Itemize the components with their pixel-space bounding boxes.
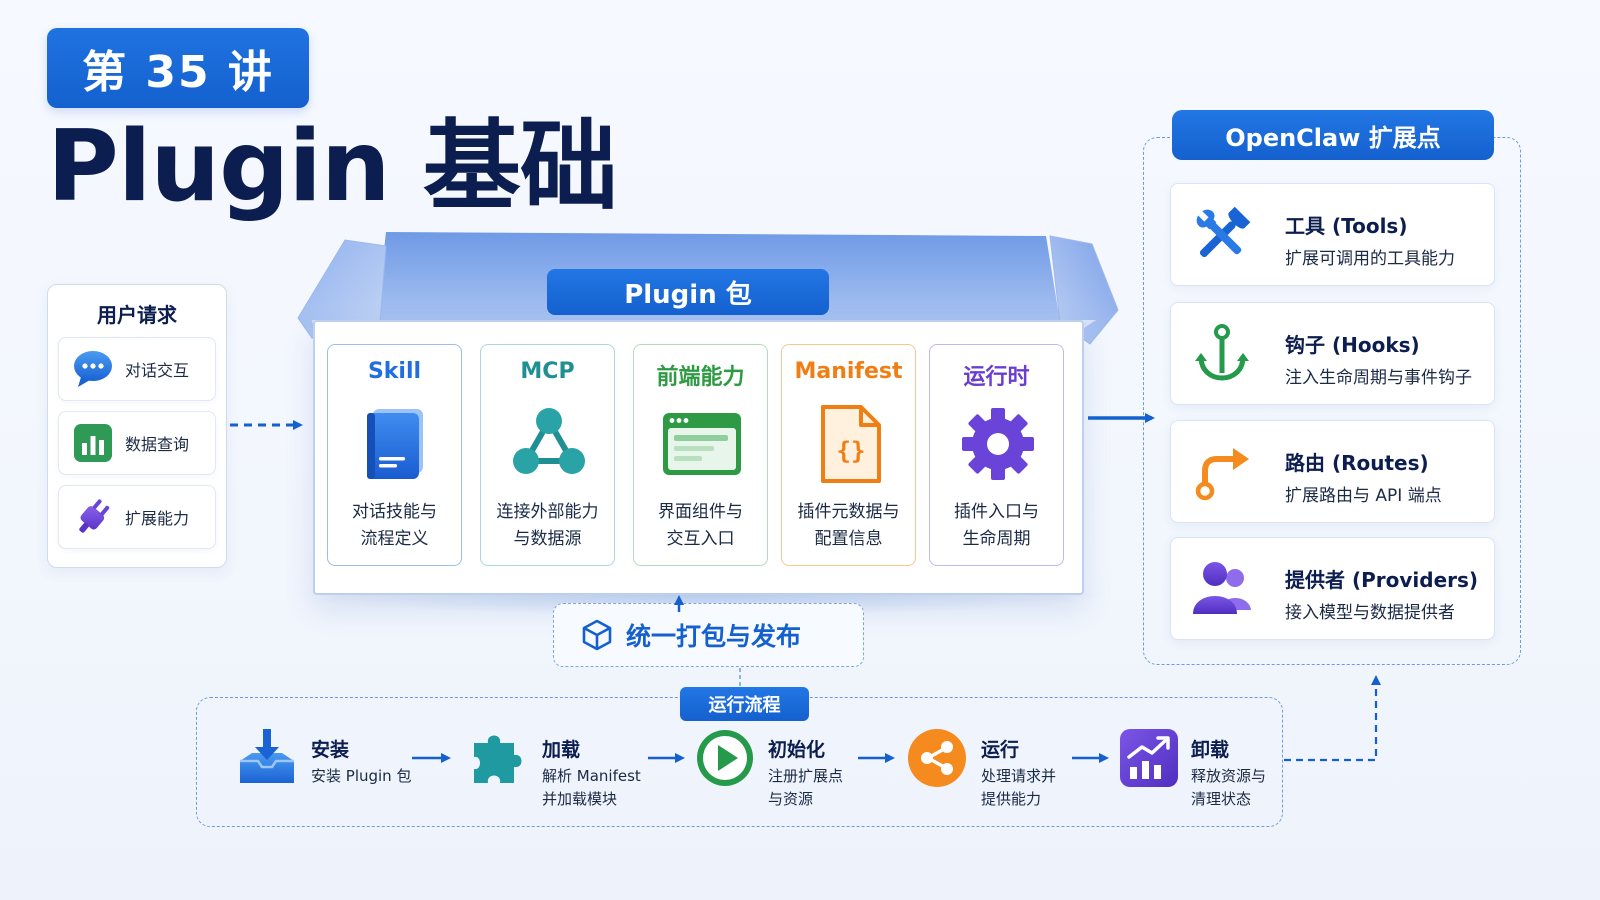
chat-bubble-icon bbox=[74, 351, 112, 387]
ext-card-title: 工具 (Tools) bbox=[1285, 214, 1408, 238]
play-icon[interactable] bbox=[694, 727, 756, 789]
browser-window-icon bbox=[663, 413, 741, 475]
gear-icon bbox=[962, 408, 1034, 480]
anchor-hook-icon bbox=[1195, 324, 1249, 381]
ext-card-title: 提供者 (Providers) bbox=[1285, 568, 1479, 592]
ext-card-tools[interactable]: 工具 (Tools) 扩展可调用的工具能力 bbox=[1170, 183, 1495, 286]
arrow-flow-to-extensions bbox=[1284, 675, 1381, 762]
card-skill[interactable]: Skill 对话技能与 流程定义 bbox=[327, 344, 462, 566]
card-frontend[interactable]: 前端能力 界面组件与 交互入口 bbox=[633, 344, 768, 566]
step-title-unload: 卸载 bbox=[1191, 739, 1230, 761]
package-cube-icon bbox=[582, 619, 612, 651]
step-title-run: 运行 bbox=[981, 739, 1020, 761]
users-icon bbox=[1193, 562, 1251, 614]
user-request-title: 用户请求 bbox=[97, 303, 177, 327]
run-flow-label: 运行流程 bbox=[680, 687, 809, 721]
share-nodes-icon[interactable] bbox=[906, 727, 968, 789]
user-request-item-label: 数据查询 bbox=[125, 435, 190, 454]
network-nodes-icon bbox=[513, 408, 585, 474]
user-request-item-chat[interactable]: 对话交互 bbox=[58, 337, 216, 401]
card-desc: 插件元数据与 配置信息 bbox=[797, 502, 900, 549]
publish-label: 统一打包与发布 bbox=[626, 622, 802, 651]
plug-icon bbox=[79, 499, 110, 533]
card-title: MCP bbox=[520, 359, 575, 384]
ext-card-providers[interactable]: 提供者 (Providers) 接入模型与数据提供者 bbox=[1170, 537, 1495, 640]
bar-chart-icon bbox=[74, 424, 112, 462]
card-runtime[interactable]: 运行时 插件入口与 生命周期 bbox=[929, 344, 1064, 566]
card-manifest[interactable]: Manifest {} 插件元数据与 配置信息 bbox=[781, 344, 916, 566]
puzzle-piece-icon[interactable] bbox=[466, 727, 528, 789]
chart-trend-icon[interactable] bbox=[1118, 727, 1180, 789]
ext-card-title: 钩子 (Hooks) bbox=[1285, 333, 1420, 357]
step-desc-run: 处理请求并 提供能力 bbox=[981, 767, 1057, 808]
user-request-item-label: 对话交互 bbox=[125, 361, 190, 380]
card-title: Manifest bbox=[794, 359, 903, 384]
card-mcp[interactable]: MCP 连接外部能力 与数据源 bbox=[480, 344, 615, 566]
step-desc-init: 注册扩展点 与资源 bbox=[768, 767, 844, 808]
ext-card-routes[interactable]: 路由 (Routes) 扩展路由与 API 端点 bbox=[1170, 420, 1495, 523]
book-icon bbox=[367, 409, 423, 479]
card-title: 运行时 bbox=[963, 365, 1030, 390]
ext-card-hooks[interactable]: 钩子 (Hooks) 注入生命周期与事件钩子 bbox=[1170, 302, 1495, 405]
plugin-package-label: Plugin 包 bbox=[547, 269, 829, 315]
unified-publish[interactable]: 统一打包与发布 bbox=[553, 603, 864, 667]
step-desc-unload: 释放资源与 清理状态 bbox=[1191, 767, 1267, 808]
card-desc: 界面组件与 交互入口 bbox=[658, 502, 743, 549]
card-desc: 连接外部能力 与数据源 bbox=[496, 502, 599, 549]
card-desc: 对话技能与 流程定义 bbox=[352, 502, 437, 549]
step-desc-load: 解析 Manifest 并加载模块 bbox=[542, 767, 641, 808]
card-title: 前端能力 bbox=[656, 365, 745, 390]
ext-card-desc: 扩展路由与 API 端点 bbox=[1285, 486, 1442, 506]
step-title-load: 加载 bbox=[542, 739, 581, 761]
ext-card-desc: 扩展可调用的工具能力 bbox=[1285, 249, 1455, 269]
ext-card-desc: 注入生命周期与事件钩子 bbox=[1285, 368, 1472, 388]
page-title: Plugin 基础 bbox=[47, 110, 618, 224]
user-request-item-label: 扩展能力 bbox=[125, 509, 190, 528]
json-file-icon: {} bbox=[821, 405, 881, 483]
svg-text:{}: {} bbox=[837, 437, 866, 465]
step-title-init: 初始化 bbox=[768, 739, 826, 761]
user-request-item-data[interactable]: 数据查询 bbox=[58, 411, 216, 475]
ext-card-desc: 接入模型与数据提供者 bbox=[1285, 603, 1455, 623]
card-title: Skill bbox=[367, 359, 422, 384]
card-desc: 插件入口与 生命周期 bbox=[954, 502, 1039, 549]
lecture-badge: 第 35 讲 bbox=[47, 28, 309, 108]
extension-points-title: OpenClaw 扩展点 bbox=[1172, 110, 1494, 160]
user-request-panel: 用户请求 对话交互 数据查询 扩展能力 bbox=[47, 284, 227, 568]
tools-icon bbox=[1196, 206, 1251, 258]
user-request-item-extend[interactable]: 扩展能力 bbox=[58, 485, 216, 549]
install-download-icon[interactable] bbox=[236, 727, 298, 789]
step-desc-install: 安装 Plugin 包 bbox=[311, 767, 412, 785]
ext-card-title: 路由 (Routes) bbox=[1285, 451, 1429, 475]
route-arrow-icon bbox=[1195, 448, 1249, 501]
step-title-install: 安装 bbox=[311, 739, 350, 761]
